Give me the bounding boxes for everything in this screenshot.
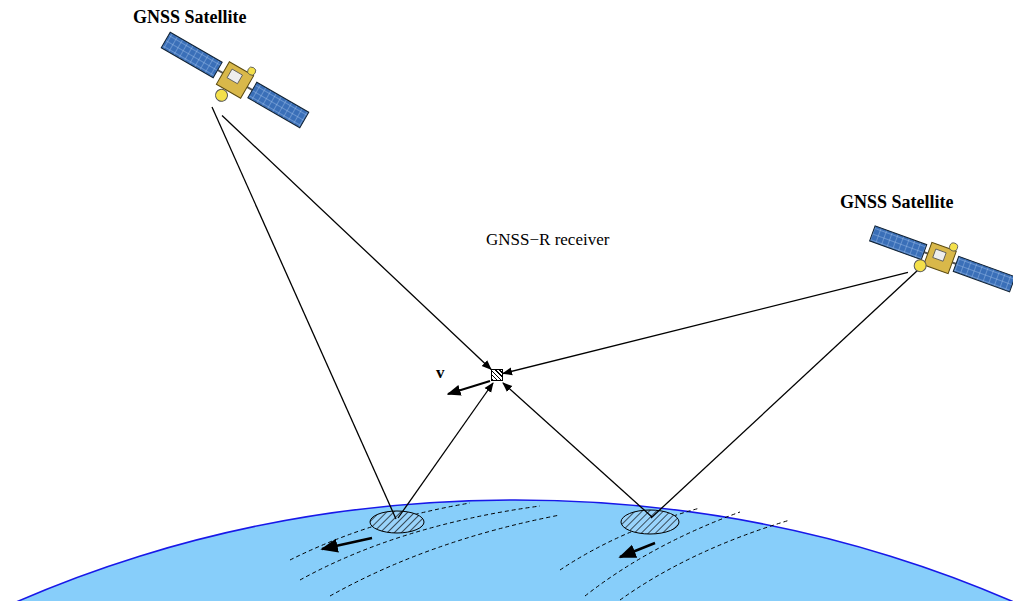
glistening-zone <box>621 510 679 534</box>
earth <box>0 500 1013 601</box>
satellite-node: GNSS Satellite <box>202 96 222 116</box>
signal-path <box>222 115 491 369</box>
node-label: GNSS Satellite <box>133 8 247 28</box>
node-label: GNSS Satellite <box>840 193 954 213</box>
node-label: GNSS−R receiver <box>486 231 609 250</box>
surface-arrow <box>322 538 372 549</box>
velocity-arrow <box>448 381 490 394</box>
surface-lines <box>290 503 790 600</box>
velocity-label: v <box>436 364 445 383</box>
surface-arrow <box>620 543 655 557</box>
signal-path <box>503 272 908 373</box>
satellite-icon <box>866 216 1013 304</box>
receiver-node: GNSS−R receiver <box>491 369 503 381</box>
satellite-icon <box>153 23 315 143</box>
satellite-node: GNSS Satellite <box>908 260 928 280</box>
reflected-path <box>212 107 918 519</box>
glistening-zone <box>370 511 424 533</box>
